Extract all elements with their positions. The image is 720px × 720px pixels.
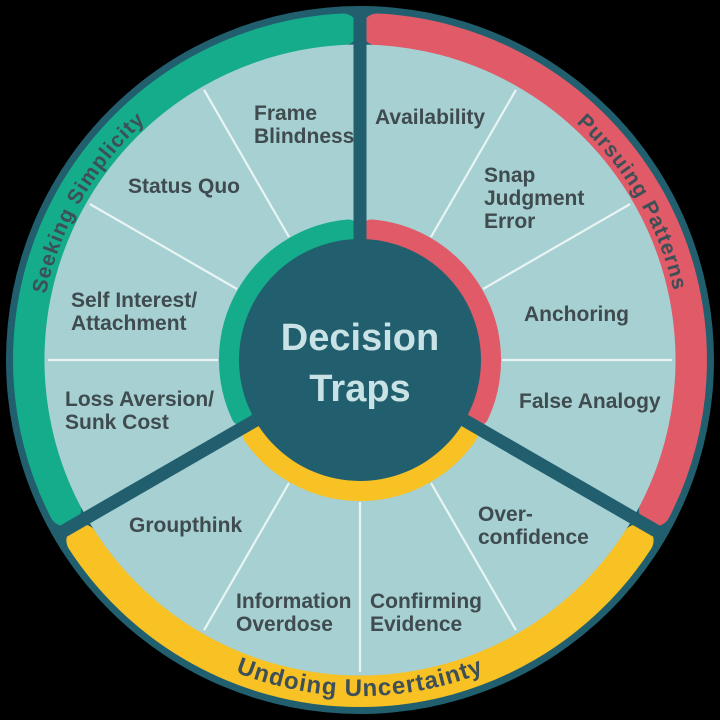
group-band-pursuing-patterns xyxy=(361,13,707,527)
trap-label-anchoring: Anchoring xyxy=(524,303,629,326)
group-inner-ring-pursuing-patterns xyxy=(360,219,502,426)
trap-label-loss-aversion-sunk-cost: Loss Aversion/Sunk Cost xyxy=(65,388,214,434)
trap-label-status-quo: Status Quo xyxy=(128,175,240,198)
trap-label-false-analogy: False Analogy xyxy=(519,390,661,413)
trap-label-availability: Availability xyxy=(375,106,485,129)
wedge-separator-line xyxy=(430,89,517,238)
wedge-separator-line xyxy=(203,89,290,238)
trap-label-self-interest-attachment: Self Interest/Attachment xyxy=(71,289,197,335)
group-band-seeking-simplicity xyxy=(13,13,359,527)
wedge-separator-line xyxy=(89,203,238,290)
trap-label-over-confidence: Over-confidence xyxy=(478,503,589,549)
wedge-separator-line xyxy=(203,482,290,631)
group-inner-ring-undoing-uncertainty xyxy=(242,424,478,501)
group-band-undoing-uncertainty xyxy=(66,524,654,708)
wedge-separator-line xyxy=(430,482,517,631)
wedge-separator-line xyxy=(482,203,631,290)
trap-label-groupthink: Groupthink xyxy=(129,514,242,537)
group-inner-ring-seeking-simplicity xyxy=(218,219,360,426)
center-circle xyxy=(239,239,481,481)
